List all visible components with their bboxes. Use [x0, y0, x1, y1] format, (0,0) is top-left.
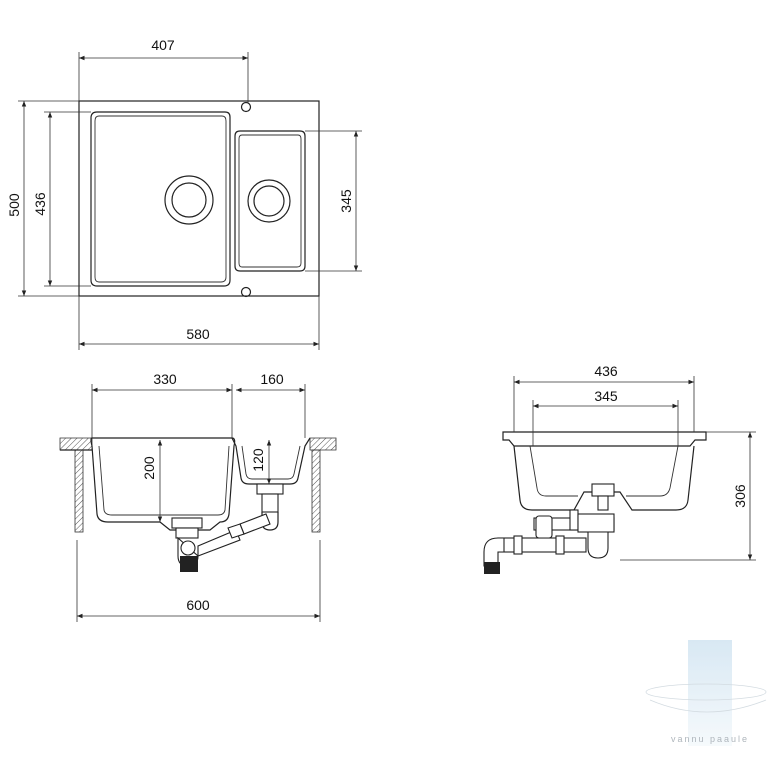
- dim-label-345-top: 345: [338, 189, 354, 213]
- watermark-logo: vannu paaule: [645, 640, 767, 746]
- dim-label-345-side: 345: [594, 388, 618, 404]
- side-outlet: [484, 562, 500, 574]
- sink-outline: [78, 100, 320, 297]
- big-bowl-inner: [94, 115, 227, 283]
- small-bowl-drain-inner: [253, 185, 285, 217]
- small-bowl: [234, 130, 306, 272]
- side-rim: [502, 431, 707, 447]
- side-pipe-lower: [497, 537, 587, 553]
- dim-label-436-side: 436: [594, 363, 618, 379]
- front-outlet: [180, 556, 198, 572]
- dim-label-306: 306: [732, 484, 748, 508]
- big-bowl-drain: [164, 175, 214, 225]
- big-bowl-drain-inner: [171, 182, 207, 218]
- dim-label-407: 407: [151, 37, 175, 53]
- tap-hole-bottom: [240, 286, 252, 298]
- right-rim: [309, 437, 337, 451]
- dim-label-330: 330: [153, 371, 177, 387]
- front-big-bowl: [90, 437, 236, 531]
- side-view: 436 345 306: [483, 363, 756, 574]
- dim-label-160: 160: [260, 371, 284, 387]
- tap-hole-top: [240, 101, 252, 113]
- dim-label-120: 120: [250, 448, 266, 472]
- left-worktop: [74, 449, 84, 533]
- dim-label-500: 500: [6, 193, 22, 217]
- watermark-text: vannu paaule: [671, 734, 749, 744]
- right-worktop: [311, 449, 321, 533]
- small-bowl-drain: [247, 179, 291, 223]
- dim-label-600: 600: [186, 597, 210, 613]
- dim-label-436: 436: [32, 192, 48, 216]
- big-bowl: [90, 111, 231, 287]
- top-view: 407 580 500 436 345: [6, 37, 362, 350]
- front-view: 330 160 200 120 600: [59, 371, 337, 622]
- dim-label-200: 200: [141, 456, 157, 480]
- dim-label-580: 580: [186, 326, 210, 342]
- left-rim: [59, 437, 93, 451]
- side-pipe-elbow: [483, 537, 505, 567]
- small-bowl-inner: [238, 134, 302, 268]
